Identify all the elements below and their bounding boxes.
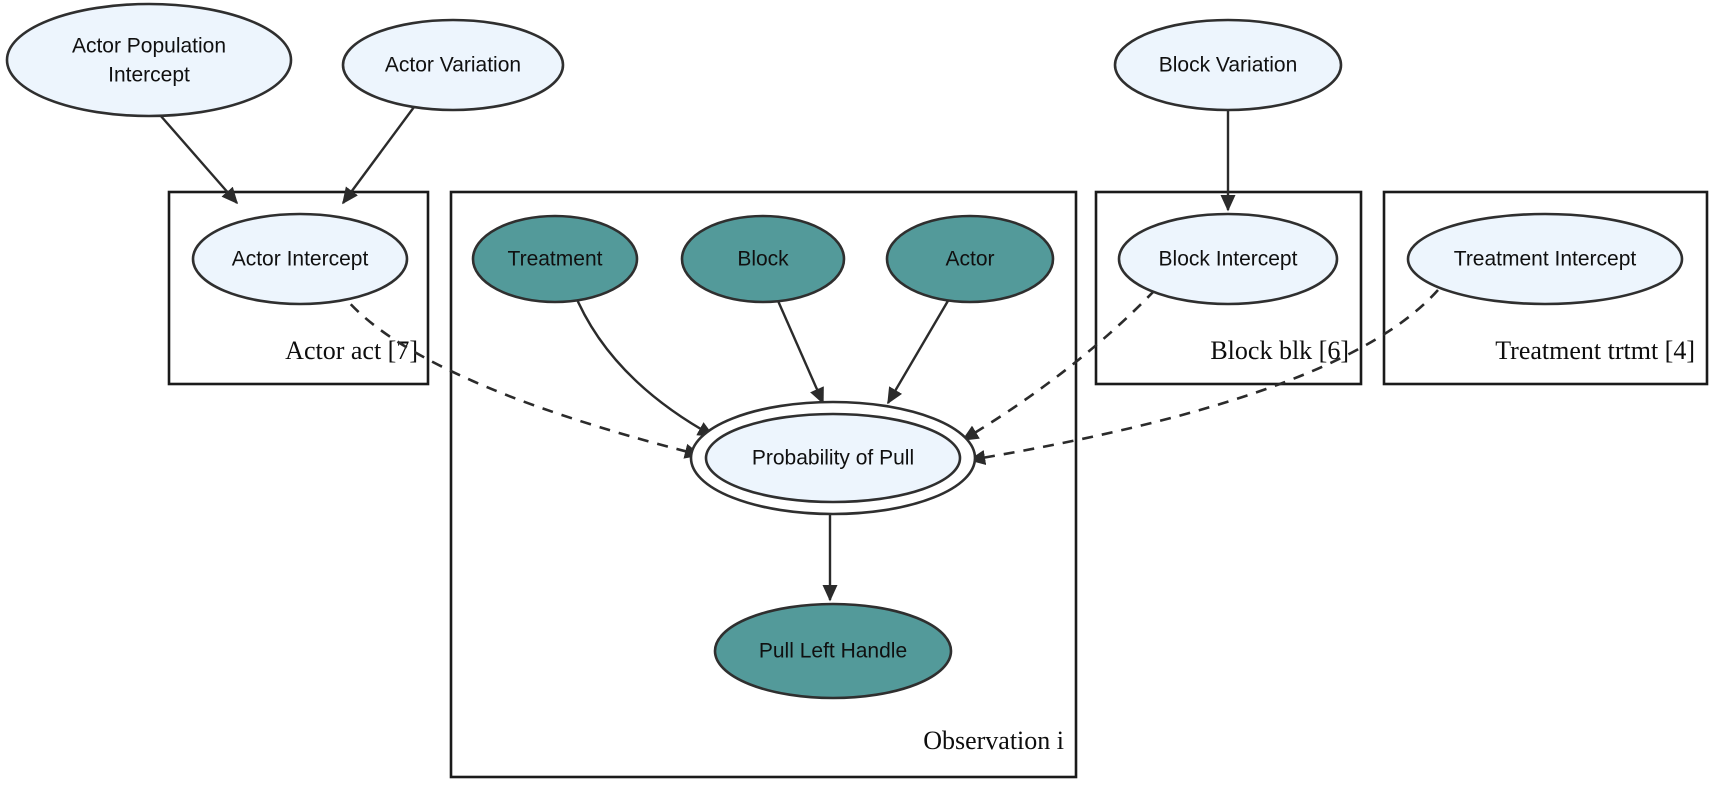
edge-actor-to-probability-of-pull xyxy=(886,293,954,405)
plate-observation-label: Observation i xyxy=(923,726,1064,755)
edge-treatment-to-probability-of-pull xyxy=(571,289,715,438)
node-treatment[interactable]: Treatment xyxy=(471,214,639,304)
plate-treatment: Treatment trtmt [4] xyxy=(1382,190,1709,386)
node-actor-intercept-shape[interactable] xyxy=(191,212,409,306)
node-block-intercept[interactable]: Block Intercept xyxy=(1117,212,1339,306)
edge-treatment-intercept-to-probability-of-pull xyxy=(968,289,1439,465)
node-pull-left-handle-label: Pull Left Handle xyxy=(759,640,907,663)
plate-block: Block blk [6] xyxy=(1094,190,1363,386)
node-actor-variation-label: Actor Variation xyxy=(385,54,521,77)
node-actor-population-intercept-label-line1: Actor Population xyxy=(72,35,226,58)
node-treatment-intercept-label: Treatment Intercept xyxy=(1454,248,1637,271)
node-treatment-shape[interactable] xyxy=(471,214,639,304)
edge-actor-population-intercept-to-actor-intercept xyxy=(159,114,238,205)
node-actor-variation-shape[interactable] xyxy=(341,18,565,112)
node-actor[interactable]: Actor xyxy=(885,214,1055,304)
node-pull-left-handle[interactable]: Pull Left Handle xyxy=(713,602,953,700)
plate-actor-rect xyxy=(167,190,430,386)
plate-observation-rect xyxy=(449,190,1078,779)
plate-observation: Observation i xyxy=(449,190,1078,779)
node-actor-intercept-label: Actor Intercept xyxy=(232,248,369,271)
edge-actor-intercept-to-probability-of-pull xyxy=(336,288,702,459)
edge-actor-variation-to-actor-intercept xyxy=(342,102,418,205)
plate-actor: Actor act [7] xyxy=(167,190,430,386)
node-block-intercept-label: Block Intercept xyxy=(1159,248,1298,271)
node-block-variation[interactable]: Block Variation xyxy=(1113,18,1343,112)
node-probability-of-pull-label: Probability of Pull xyxy=(752,447,914,470)
plate-treatment-label: Treatment trtmt [4] xyxy=(1495,336,1695,365)
node-probability-of-pull[interactable]: Probability of Pull xyxy=(689,400,977,516)
node-actor-population-intercept-label-line2: Intercept xyxy=(108,64,190,87)
plate-actor-label: Actor act [7] xyxy=(285,336,418,365)
node-block-shape[interactable] xyxy=(680,214,846,304)
node-treatment-intercept[interactable]: Treatment Intercept xyxy=(1406,212,1684,306)
node-pull-left-handle-shape[interactable] xyxy=(713,602,953,700)
node-actor-population-intercept[interactable]: Actor Population Intercept xyxy=(5,2,293,118)
plate-block-label: Block blk [6] xyxy=(1210,336,1349,365)
node-actor-label: Actor xyxy=(945,248,994,271)
node-block-variation-label: Block Variation xyxy=(1159,54,1298,77)
node-actor-variation[interactable]: Actor Variation xyxy=(341,18,565,112)
node-probability-of-pull-shape[interactable] xyxy=(704,412,962,504)
node-actor-population-intercept-shape[interactable] xyxy=(5,2,293,118)
edge-block-intercept-to-probability-of-pull xyxy=(961,289,1156,442)
node-treatment-label: Treatment xyxy=(508,248,603,271)
node-actor-shape[interactable] xyxy=(885,214,1055,304)
node-actor-intercept[interactable]: Actor Intercept xyxy=(191,212,409,306)
node-block-intercept-shape[interactable] xyxy=(1117,212,1339,306)
node-block-label: Block xyxy=(737,248,789,271)
node-block-variation-shape[interactable] xyxy=(1113,18,1343,112)
node-block[interactable]: Block xyxy=(680,214,846,304)
edge-block-to-probability-of-pull xyxy=(773,293,825,405)
node-treatment-intercept-shape[interactable] xyxy=(1406,212,1684,306)
plate-treatment-rect xyxy=(1382,190,1709,386)
